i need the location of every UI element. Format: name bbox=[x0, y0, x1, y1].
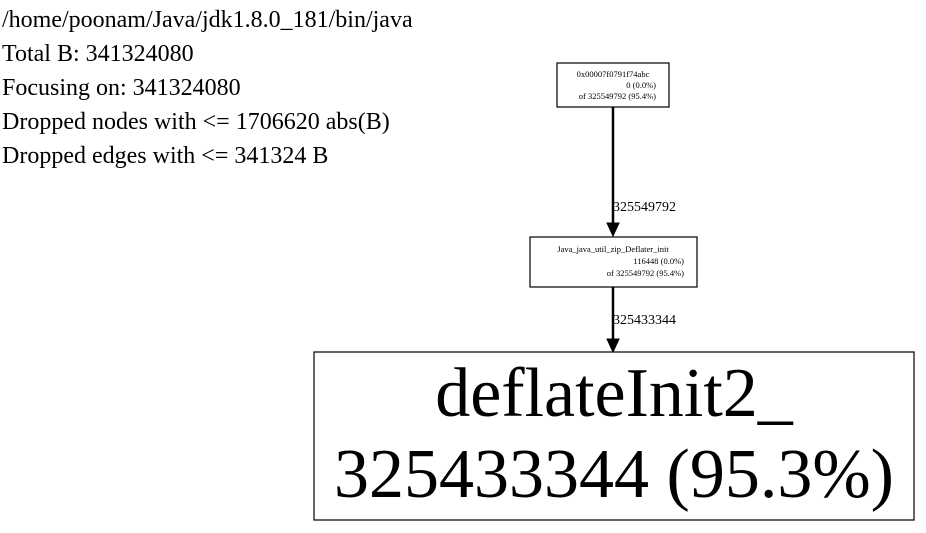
dropped-nodes: Dropped nodes with <= 1706620 abs(B) bbox=[2, 109, 390, 135]
binary-path: /home/poonam/Java/jdk1.8.0_181/bin/java bbox=[2, 7, 413, 33]
edge-label-deflater-to-deflateinit: 325433344 bbox=[613, 313, 676, 328]
node-root-name: 0x00007f0791f74abc bbox=[577, 69, 650, 79]
node-deflateinit2-name: deflateInit2_ bbox=[435, 355, 794, 432]
node-deflateinit2-flat: 325433344 (95.3%) bbox=[334, 436, 894, 513]
node-deflateinit2[interactable]: deflateInit2_ 325433344 (95.3%) bbox=[313, 351, 915, 521]
dropped-edges: Dropped edges with <= 341324 B bbox=[2, 143, 329, 169]
node-root[interactable]: 0x00007f0791f74abc 0 (0.0%) of 325549792… bbox=[556, 62, 670, 108]
focusing-on: Focusing on: 341324080 bbox=[2, 75, 241, 101]
edge-label-root-to-deflater: 325549792 bbox=[613, 200, 676, 215]
node-deflater-cum: of 325549792 (95.4%) bbox=[607, 268, 684, 278]
node-root-cum: of 325549792 (95.4%) bbox=[579, 91, 656, 101]
profile-header: /home/poonam/Java/jdk1.8.0_181/bin/java … bbox=[2, 3, 413, 173]
edge-deflater-to-deflateinit: 325433344 bbox=[606, 287, 676, 354]
node-root-flat: 0 (0.0%) bbox=[626, 80, 656, 90]
node-deflater-flat: 116448 (0.0%) bbox=[633, 256, 684, 266]
total-bytes: Total B: 341324080 bbox=[2, 41, 194, 67]
node-deflater-name: Java_java_util_zip_Deflater_init bbox=[557, 244, 669, 254]
node-deflater-init[interactable]: Java_java_util_zip_Deflater_init 116448 … bbox=[529, 236, 698, 288]
edge-root-to-deflater: 325549792 bbox=[606, 107, 676, 238]
